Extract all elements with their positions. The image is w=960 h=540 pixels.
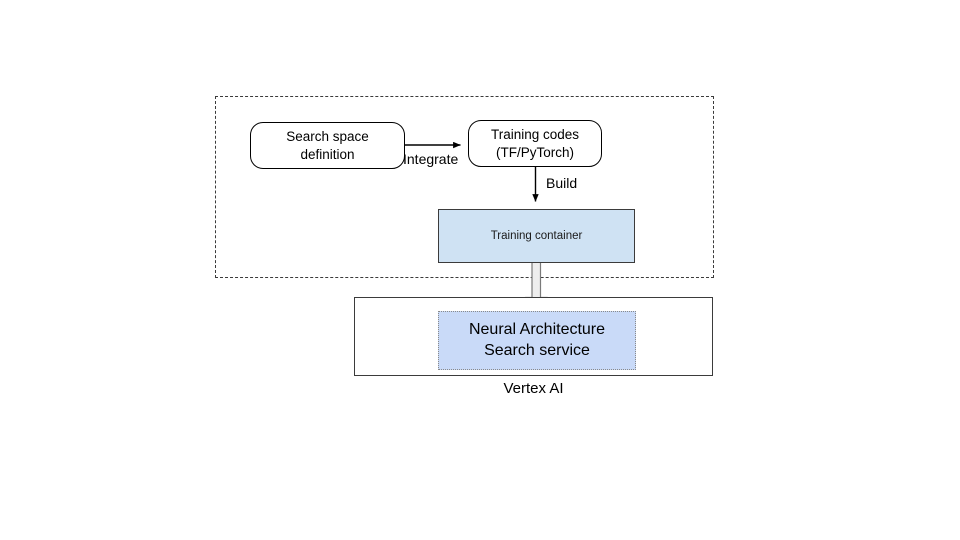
node-training-container-label: Training container: [490, 230, 583, 242]
node-search-space-definition-label: Search space definition: [286, 128, 369, 162]
label-vertex-ai: Vertex AI: [503, 380, 564, 397]
dashed-group-container: [215, 96, 714, 278]
node-search-space-definition[interactable]: Search space definition: [250, 122, 405, 169]
node-training-container[interactable]: Training container: [438, 209, 635, 263]
edge-label-integrate: Integrate: [403, 151, 459, 167]
edge-label-build: Build: [546, 175, 578, 191]
node-training-codes-label: Training codes (TF/PyTorch): [490, 126, 580, 160]
node-training-codes[interactable]: Training codes (TF/PyTorch): [468, 120, 602, 167]
node-neural-architecture-search-service[interactable]: Neural Architecture Search service: [438, 311, 636, 370]
node-nas-service-label: Neural Architecture Search service: [468, 320, 606, 359]
